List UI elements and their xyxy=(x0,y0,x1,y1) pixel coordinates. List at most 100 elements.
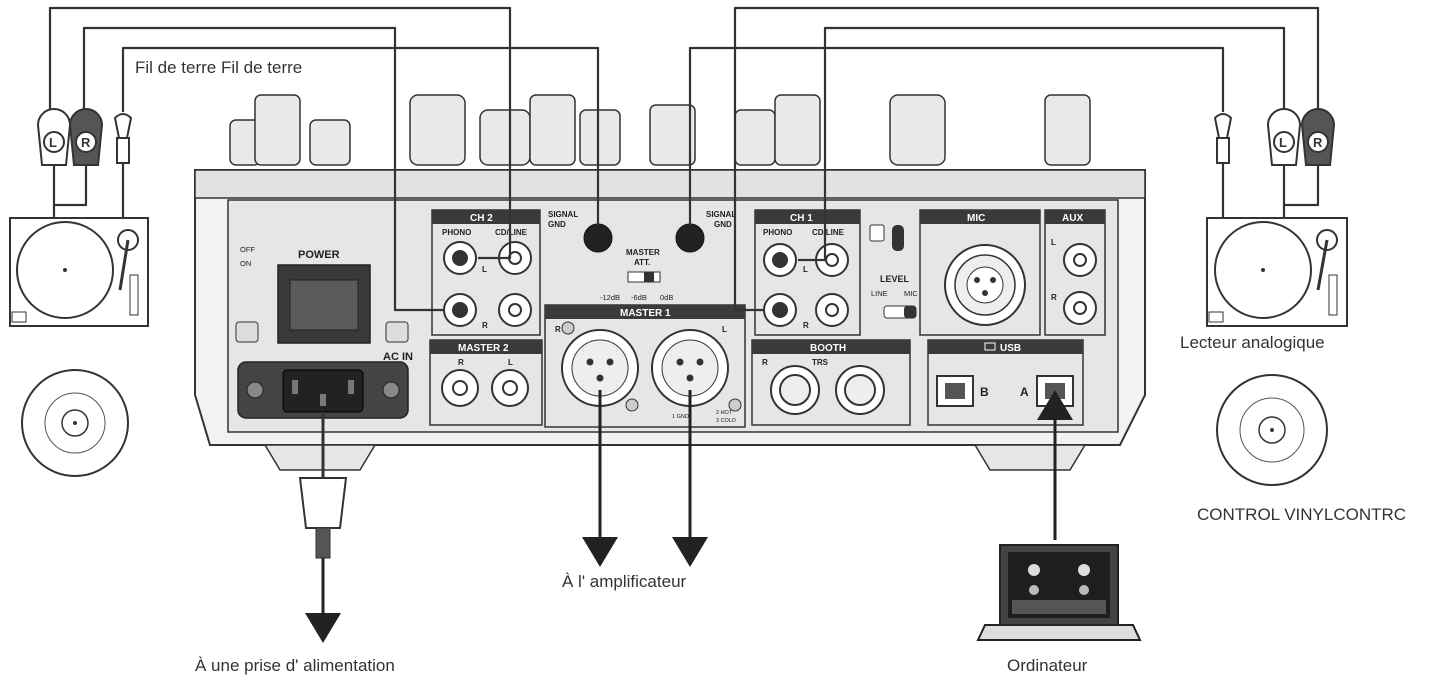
aux-title: AUX xyxy=(1062,213,1083,224)
ground-wire-caption: Fil de terre Fil de terre xyxy=(135,58,302,77)
signal-gnd-right-line2: GND xyxy=(714,220,732,229)
power-label: POWER xyxy=(298,249,340,261)
master-att-level-1: -12dB xyxy=(600,293,620,302)
ch2-title: CH 2 xyxy=(470,213,493,224)
master2-r-jack[interactable] xyxy=(441,369,479,407)
mic-mic-label: MIC xyxy=(904,289,918,298)
master1-r-label: R xyxy=(555,325,561,334)
computer-caption: Ordinateur xyxy=(1007,656,1088,675)
cable-left-l xyxy=(48,6,512,260)
master1-section: MASTER 1 R L 1 GND 2 HOT 3 COLD xyxy=(544,304,746,428)
master1-l-label: L xyxy=(722,325,727,334)
ac-in-label: AC IN xyxy=(383,351,413,363)
ch2-section: CH 2 PHONO CD/LINE L R xyxy=(431,209,541,336)
signal-gnd-left-line2: GND xyxy=(548,220,566,229)
lock-icon xyxy=(869,224,885,242)
top-knobs xyxy=(229,94,1091,166)
cable-right-ground xyxy=(688,46,1225,225)
master-att-level-2: -6dB xyxy=(631,293,647,302)
cable-right-r xyxy=(733,6,1320,312)
right-ground-fork xyxy=(1213,113,1233,139)
ac-screw-right xyxy=(382,381,400,399)
power-cord xyxy=(298,412,348,643)
cable-right-l xyxy=(798,26,1286,262)
computer-icon xyxy=(984,342,996,351)
booth-r-label: R xyxy=(762,358,768,367)
mic-section: MIC LEVEL LINE MIC xyxy=(869,209,1041,336)
ch1-phono-label: PHONO xyxy=(763,228,792,237)
aux-r-jack[interactable] xyxy=(1063,291,1097,325)
computer xyxy=(976,390,1142,641)
master2-section: MASTER 2 R L xyxy=(429,339,543,426)
master-att-level-3: 0dB xyxy=(660,293,673,302)
booth-section: BOOTH R TRS xyxy=(751,339,911,426)
ch2-phono-label: PHONO xyxy=(442,228,471,237)
ch1-r-label: R xyxy=(803,321,809,330)
right-plug-l-label: L xyxy=(1279,135,1287,150)
aux-r-label: R xyxy=(1051,293,1057,302)
signal-gnd-right-terminal[interactable] xyxy=(675,223,705,253)
master1-title: MASTER 1 xyxy=(620,308,671,319)
power-plug xyxy=(298,477,348,529)
master-att-line2: ATT. xyxy=(634,258,650,267)
control-vinyl-caption: CONTROL VINYLCONTRC xyxy=(1197,505,1406,524)
master2-l-jack[interactable] xyxy=(491,369,529,407)
power-section: OFF ON POWER AC IN xyxy=(235,245,413,419)
left-plug-l-label: L xyxy=(49,135,57,150)
master2-r-label: R xyxy=(458,358,464,367)
aux-l-label: L xyxy=(1051,238,1056,247)
left-plugs: L R xyxy=(36,108,133,166)
master1-pin-3: 3 COLD xyxy=(716,418,736,424)
usb-a-label: A xyxy=(1020,385,1029,399)
right-plug-r-label: R xyxy=(1313,135,1323,150)
mic-level-label: LEVEL xyxy=(880,274,910,284)
ch2-cdline-label: CD/LINE xyxy=(495,228,528,237)
signal-gnd-left-line1: SIGNAL xyxy=(548,210,578,219)
usb-b-label: B xyxy=(980,385,989,399)
ch2-cdline-r-jack[interactable] xyxy=(498,293,532,327)
right-turntable xyxy=(1206,217,1348,327)
analog-player-caption: Lecteur analogique xyxy=(1180,333,1325,352)
signal-gnd-section: SIGNAL GND SIGNAL GND MASTER ATT. -12dB … xyxy=(548,210,736,302)
ch1-cdline-label: CD/LINE xyxy=(812,228,845,237)
ac-screw-left xyxy=(246,381,264,399)
left-ground-fork xyxy=(113,113,133,139)
left-plug-r-label: R xyxy=(81,135,91,150)
ch1-l-label: L xyxy=(803,265,808,274)
cable-left-r xyxy=(82,26,445,312)
mic-line-label: LINE xyxy=(871,289,888,298)
booth-title: BOOTH xyxy=(810,343,846,354)
signal-gnd-right-line1: SIGNAL xyxy=(706,210,736,219)
amplifier-arrows xyxy=(582,390,708,567)
right-vinyl xyxy=(1216,374,1328,486)
ch1-cdline-r-jack[interactable] xyxy=(815,293,849,327)
amplifier-caption: À l' amplificateur xyxy=(562,572,687,591)
power-switch[interactable] xyxy=(289,279,359,331)
power-on-label: ON xyxy=(240,259,251,268)
master1-pin-2: 2 HOT xyxy=(716,410,733,416)
cable-left-ground xyxy=(121,46,600,225)
booth-trs-label: TRS xyxy=(812,358,829,367)
mic-title: MIC xyxy=(967,213,985,224)
master-att-line1: MASTER xyxy=(626,248,660,257)
power-outlet-caption: À une prise d' alimentation xyxy=(195,656,395,675)
master1-pin-1: 1 GND xyxy=(672,414,689,420)
laptop-base xyxy=(976,624,1142,641)
power-off-label: OFF xyxy=(240,245,255,254)
master2-l-label: L xyxy=(508,358,513,367)
aux-l-jack[interactable] xyxy=(1063,243,1097,277)
cord-hook-left xyxy=(235,321,259,343)
mic-lock-switch[interactable] xyxy=(892,225,904,251)
master2-title: MASTER 2 xyxy=(458,343,509,354)
ch2-l-label: L xyxy=(482,265,487,274)
aux-section: AUX L R xyxy=(1044,209,1106,336)
signal-gnd-left-terminal[interactable] xyxy=(583,223,613,253)
cord-hook-right xyxy=(385,321,409,343)
cables xyxy=(48,6,1320,312)
left-vinyl xyxy=(21,369,129,477)
ch2-r-label: R xyxy=(482,321,488,330)
usb-title: USB xyxy=(1000,343,1021,354)
left-turntable xyxy=(9,217,149,327)
ch1-title: CH 1 xyxy=(790,213,813,224)
